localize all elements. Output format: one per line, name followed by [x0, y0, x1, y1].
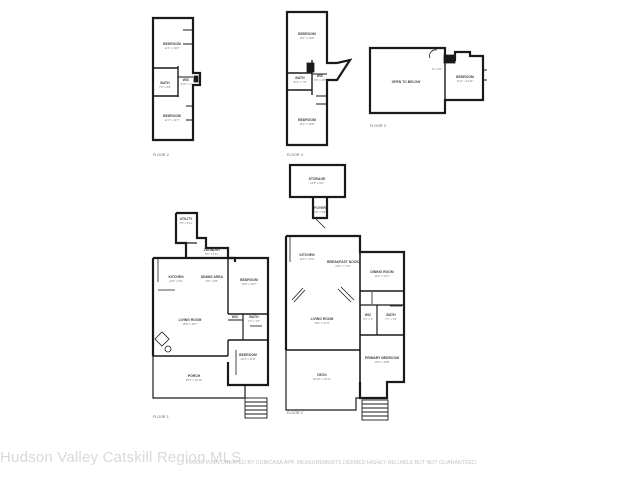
room-dims: 11'3" x 11'7" — [165, 118, 180, 122]
floor-2-plan — [151, 16, 202, 142]
disclaimer-text: FLOOR PLAN CREATED BY CUBICASA APP. MEAS… — [186, 460, 478, 466]
room-name: KITCHEN — [168, 275, 184, 279]
room-name: PRIMARY BEDROOM — [365, 356, 399, 360]
room-name: BATH — [160, 81, 170, 85]
room-name: FOYER — [314, 206, 326, 210]
floor-1-plan — [151, 211, 270, 419]
room-dims: 3'10" x 1' — [180, 82, 192, 86]
room-name: DINING AREA — [201, 275, 224, 279]
room-dims: 14'5" x 9'6" — [310, 181, 324, 185]
room-name: UTILITY — [180, 217, 194, 221]
room-name: BEDROOM — [163, 42, 181, 46]
floor-4-title: FLOOR 4 — [287, 153, 303, 157]
floor-2b-plan — [284, 163, 406, 421]
room-dims: 7'4" x 7'6" — [248, 319, 260, 323]
mls-watermark: Hudson Valley Catskill Region MLS — [0, 449, 242, 466]
room-name: LIVING ROOM — [179, 318, 202, 322]
room-name: BEDROOM — [298, 118, 316, 122]
room-dims: 8' x 6'9" — [432, 67, 442, 71]
room-dims: 5'10" x 7'5" — [293, 80, 307, 84]
room-name: WIC — [232, 315, 239, 319]
room-name: PORCH — [188, 374, 201, 378]
room-dims: 8'5" x 8'8" — [206, 279, 218, 283]
floor-1-title: FLOOR 1 — [153, 415, 169, 419]
room-dims: 11'8" x 8'4" — [169, 279, 183, 283]
room-name: WIC — [365, 313, 372, 317]
floor-3-plan — [368, 46, 487, 115]
room-dims: 7'7" x 7'6" — [385, 317, 397, 321]
room-dims: 11'3" x 12'11" — [457, 79, 473, 83]
room-dims: 20'1" x 7'10" — [335, 264, 350, 268]
room-name: BEDROOM — [240, 278, 258, 282]
room-dims: 11'3" x 12'2" — [299, 257, 314, 261]
floor-2b-title: FLOOR 2 — [287, 411, 303, 415]
room-name: BATH — [386, 313, 396, 317]
room-dims: 18'1" x 17'3" — [314, 321, 329, 325]
room-name: BREAKFAST NOOK — [327, 260, 359, 264]
room-dims: 11'2" x 10'8" — [299, 122, 314, 126]
room-dims: 3'6" x 2'8" — [314, 78, 326, 82]
room-name: LIVING ROOM — [311, 317, 334, 321]
room-name: DECK — [317, 373, 327, 377]
room-dims: 8'5" x 4'11" — [205, 252, 219, 256]
room-name: BEDROOM — [239, 353, 257, 357]
floor-4-plan — [285, 10, 353, 147]
room-name: BEDROOM — [163, 114, 181, 118]
room-name: BATH — [295, 76, 305, 80]
room-name: LAUNDRY — [204, 248, 221, 252]
room-name: BATH — [249, 315, 259, 319]
room-dims: 13'3" x 13'8" — [374, 360, 389, 364]
room-name: OPEN TO BELOW — [392, 80, 422, 84]
room-name: STORAGE — [309, 177, 326, 181]
room-dims: 18'8" x 15'7" — [182, 322, 197, 326]
room-dims: 11'1" x 10'2" — [164, 46, 179, 50]
room-name: WIC — [183, 78, 190, 82]
room-name: WIC — [317, 74, 324, 78]
room-name: BEDROOM — [456, 75, 474, 79]
floor-2-title: FLOOR 2 — [153, 153, 169, 157]
room-dims: 7'6" x 5'9" — [159, 85, 171, 89]
room-dims: 11'3" x 13'4" — [374, 274, 389, 278]
room-dims: 10'3" x 13'7" — [241, 282, 256, 286]
room-dims: 7'6" x 5'11" — [179, 221, 193, 225]
room-name: KITCHEN — [299, 253, 315, 257]
floor-3-title: FLOOR 3 — [370, 124, 386, 128]
room-name: BEDROOM — [298, 32, 316, 36]
room-name: DINING ROOM — [370, 270, 394, 274]
room-dims: 35'3" x 16'10" — [186, 378, 203, 382]
room-dims: 10'1" x 10'8" — [299, 36, 314, 40]
room-dims: 5'1" x 3' — [363, 317, 373, 321]
room-dims: 18'10" x 10'11" — [313, 377, 331, 381]
room-dims: 10'3" x 11'8" — [240, 357, 255, 361]
room-dims: 6'8" x 5'8" — [314, 210, 326, 214]
